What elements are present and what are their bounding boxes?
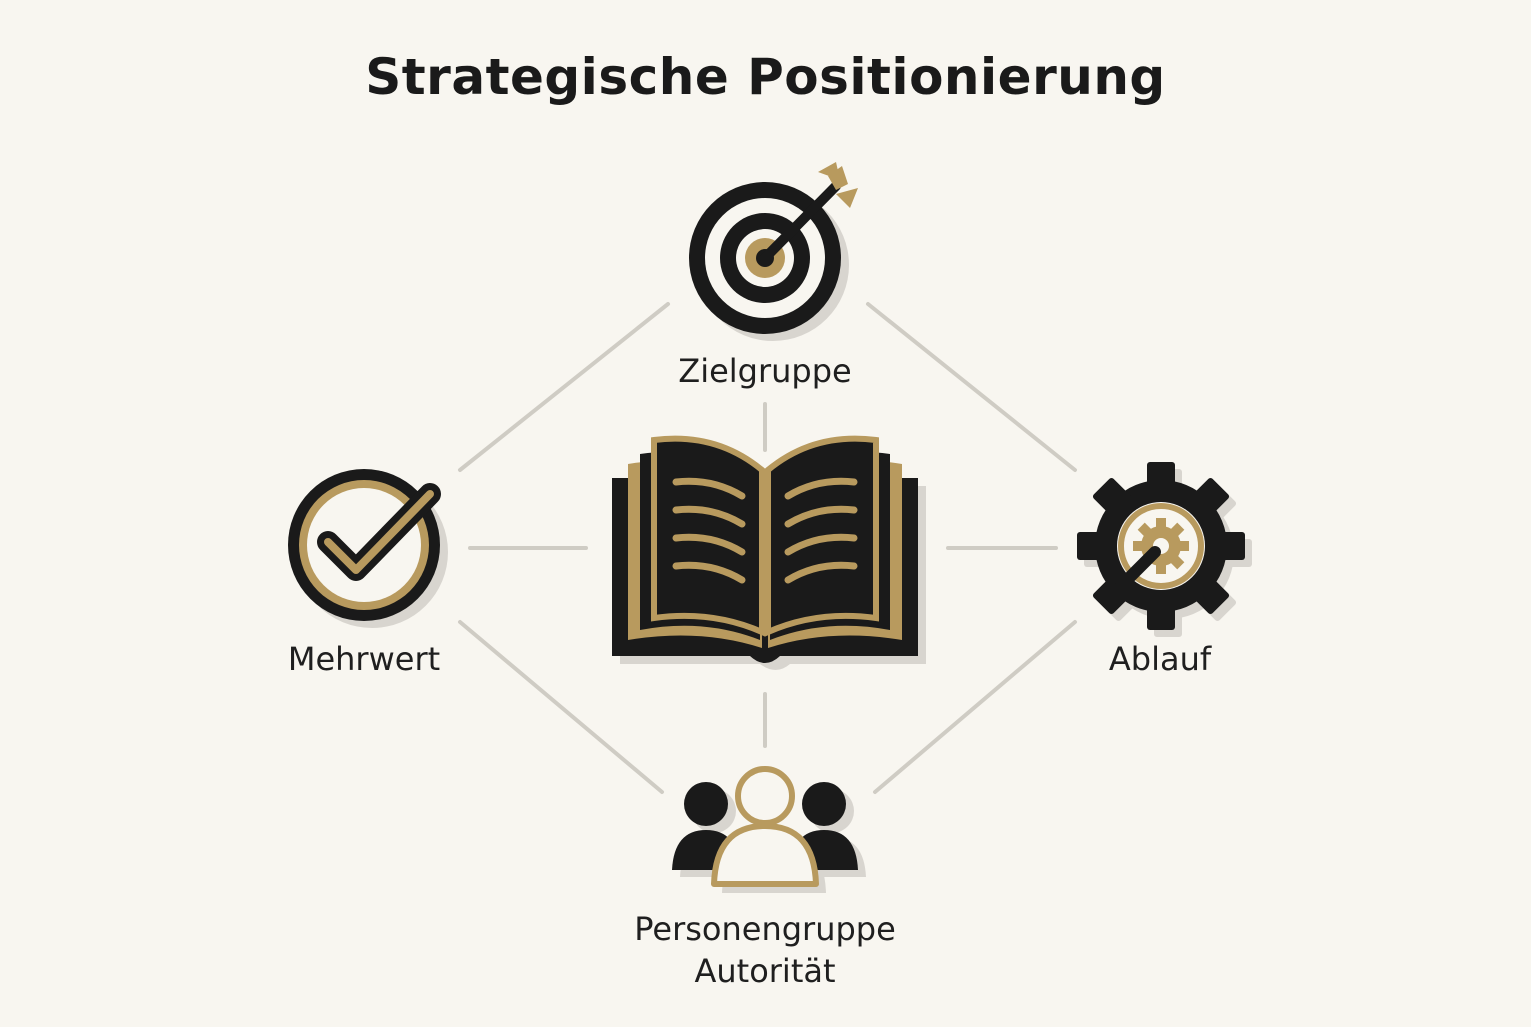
node-label-ablauf: Ablauf bbox=[1108, 640, 1212, 678]
node-label-personengruppe-line2: Autorität bbox=[694, 952, 836, 990]
connector-top-right bbox=[866, 302, 1077, 472]
connector-bottom-left bbox=[458, 620, 664, 794]
node-label-personengruppe: Personengruppe Autorität bbox=[515, 908, 1015, 992]
gear-icon bbox=[1077, 462, 1252, 637]
people-group-icon bbox=[672, 766, 866, 893]
diagram-title: Strategische Positionierung bbox=[365, 48, 1166, 106]
node-label-mehrwert: Mehrwert bbox=[287, 640, 441, 678]
connector-bottom-right bbox=[873, 620, 1077, 794]
connector-top-left bbox=[458, 302, 670, 472]
open-book-icon bbox=[612, 435, 926, 670]
connectors bbox=[458, 302, 1077, 794]
node-label-personengruppe-line1: Personengruppe bbox=[634, 910, 896, 948]
checkmark-circle-icon bbox=[288, 469, 448, 628]
node-label-zielgruppe: Zielgruppe bbox=[678, 352, 852, 390]
target-arrow-icon bbox=[689, 162, 858, 341]
